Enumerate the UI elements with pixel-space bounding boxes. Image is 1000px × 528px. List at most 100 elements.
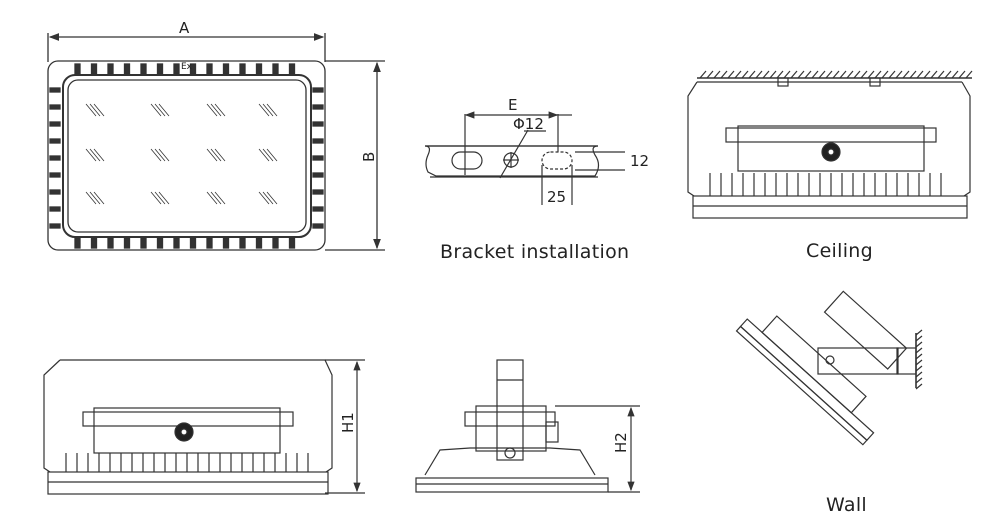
hatch bbox=[915, 371, 923, 378]
dim-e-label: E bbox=[508, 96, 518, 114]
fin bbox=[312, 172, 324, 178]
fin bbox=[49, 206, 61, 212]
fin bbox=[49, 104, 61, 110]
fin bbox=[74, 237, 81, 249]
hatch bbox=[832, 70, 840, 79]
hatch bbox=[727, 70, 735, 79]
hatch bbox=[965, 70, 973, 79]
hatch bbox=[937, 70, 945, 79]
fin bbox=[173, 237, 180, 249]
fin bbox=[49, 172, 61, 178]
hatch bbox=[741, 70, 749, 79]
glass-hatch bbox=[262, 191, 274, 205]
glass-hatch bbox=[85, 148, 97, 162]
hatch bbox=[915, 341, 923, 348]
dim-b-label: B bbox=[360, 151, 378, 162]
hatch bbox=[895, 70, 903, 79]
ex-mark: Ex bbox=[181, 62, 193, 72]
glass-hatch bbox=[266, 191, 278, 205]
fin bbox=[272, 63, 279, 75]
fin bbox=[49, 189, 61, 195]
hatch bbox=[846, 70, 854, 79]
glass-hatch bbox=[262, 148, 274, 162]
bracket-view bbox=[424, 111, 625, 205]
fin bbox=[239, 63, 246, 75]
hatch bbox=[888, 70, 896, 79]
hatch bbox=[867, 70, 875, 79]
hatch bbox=[713, 70, 721, 79]
bracket-caption: Bracket installation bbox=[440, 241, 630, 263]
hatch bbox=[916, 70, 924, 79]
hatch bbox=[915, 353, 923, 360]
hatch bbox=[804, 70, 812, 79]
lens-frame bbox=[62, 74, 312, 238]
hatch bbox=[699, 70, 707, 79]
slot-right bbox=[541, 151, 573, 170]
fin bbox=[140, 237, 147, 249]
hatch bbox=[818, 70, 826, 79]
fin bbox=[90, 237, 98, 249]
hatch bbox=[811, 70, 819, 79]
fin bbox=[49, 138, 61, 144]
ceiling-view bbox=[687, 70, 973, 219]
ceiling-hatching bbox=[699, 70, 973, 79]
glass-hatch bbox=[93, 191, 105, 205]
glass-hatch bbox=[89, 148, 101, 162]
glass-hatch bbox=[150, 103, 162, 117]
fin bbox=[206, 63, 213, 75]
hatch bbox=[748, 70, 756, 79]
fin bbox=[140, 63, 147, 75]
fin bbox=[189, 237, 197, 249]
hatch bbox=[839, 70, 847, 79]
fin bbox=[312, 155, 324, 161]
glass-hatch bbox=[266, 103, 278, 117]
front-view bbox=[43, 359, 365, 495]
glass-hatch bbox=[210, 148, 222, 162]
ceiling-driver bbox=[725, 127, 937, 143]
glass-hatch bbox=[206, 148, 218, 162]
hatch bbox=[951, 70, 959, 79]
fin bbox=[173, 63, 180, 75]
glass-hatch bbox=[210, 103, 222, 117]
fin bbox=[107, 63, 114, 75]
dim-h1-label: H1 bbox=[339, 412, 357, 433]
top-fins bbox=[49, 63, 324, 249]
housing-outline bbox=[47, 60, 326, 251]
fin bbox=[288, 237, 296, 249]
glass-hatch bbox=[258, 148, 270, 162]
glass-hatch bbox=[85, 191, 97, 205]
glass-hatch bbox=[89, 103, 101, 117]
fin bbox=[206, 237, 213, 249]
glass-hatch bbox=[258, 103, 270, 117]
hatch bbox=[944, 70, 952, 79]
wall-arm bbox=[817, 347, 899, 375]
hatch bbox=[783, 70, 791, 79]
hatch bbox=[762, 70, 770, 79]
fin bbox=[107, 237, 114, 249]
fin bbox=[255, 237, 263, 249]
glass-hatch bbox=[214, 191, 226, 205]
fin bbox=[222, 237, 230, 249]
fin bbox=[312, 138, 324, 144]
hatch bbox=[923, 70, 931, 79]
hatch bbox=[860, 70, 868, 79]
glass-hatch bbox=[89, 191, 101, 205]
side-view bbox=[415, 359, 640, 493]
hatch bbox=[790, 70, 798, 79]
glass-hatch bbox=[214, 148, 226, 162]
phi-leader bbox=[499, 129, 529, 179]
glass-hatch bbox=[85, 103, 97, 117]
glass-hatch bbox=[158, 191, 170, 205]
fin bbox=[189, 63, 197, 75]
glass-hatch bbox=[150, 148, 162, 162]
fin bbox=[288, 63, 296, 75]
glass-hatch bbox=[214, 103, 226, 117]
glass-hatch bbox=[258, 191, 270, 205]
fin bbox=[255, 63, 263, 75]
fin bbox=[74, 63, 81, 75]
dim-h2-label: H2 bbox=[612, 432, 630, 453]
fin bbox=[222, 63, 230, 75]
hatch bbox=[720, 70, 728, 79]
glass-hatch bbox=[150, 191, 162, 205]
